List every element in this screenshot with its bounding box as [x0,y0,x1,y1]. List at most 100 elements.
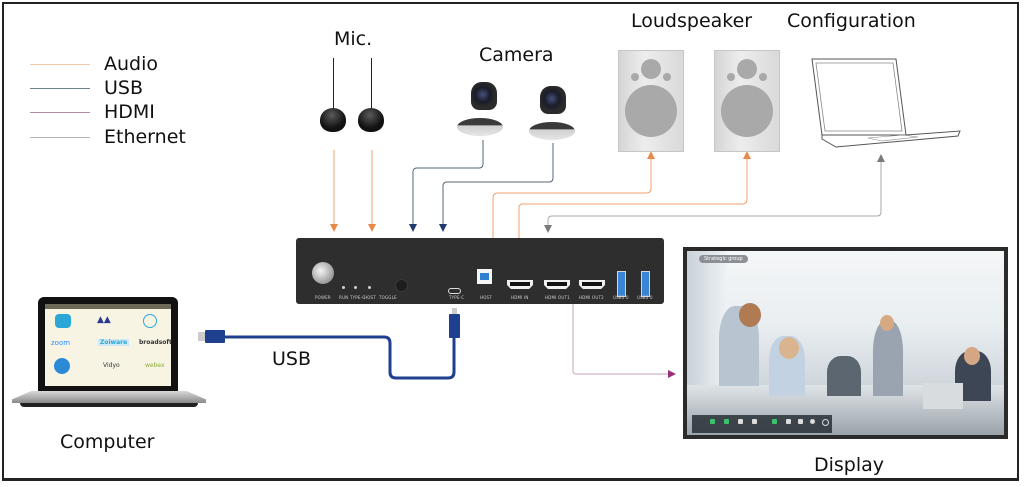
toolbar-button-invite[interactable] [786,419,791,424]
power-button[interactable] [312,262,334,284]
wire-camera1-usb [409,140,484,232]
computer-laptop-base [12,391,206,403]
usb-plug-device [452,308,457,315]
person-2-head [779,337,799,359]
toolbar-button-more[interactable] [822,419,829,426]
typec-led [354,286,357,289]
display-monitor: Strategic group [683,247,1008,439]
usb3-port-2-label: USB3.0 [637,295,653,300]
legend-swatch-ethernet [30,136,90,138]
toolbar-button-camera[interactable] [724,419,729,424]
app-icon-2: ▲▲ [97,315,111,325]
run-led [342,286,345,289]
skype-icon [143,314,157,328]
person-5-head [964,347,980,365]
camera-label: Camera [479,44,554,66]
person-4 [873,321,903,396]
usb-plug-computer [198,332,206,341]
wire-camera2-usb [439,143,554,232]
host-ethernet-port[interactable] [477,269,492,284]
configuration-label: Configuration [787,10,916,32]
legend-swatch-hdmi [30,111,90,113]
mic-label: Mic. [334,28,373,50]
usb-cable-label: USB [272,348,312,370]
app-label-3: Zoiware [98,339,130,346]
computer-laptop-icon: ▲▲ zoom Zoiware broadsoft Vidyo webex [38,297,178,391]
mic2-cable [371,58,372,114]
usb3-port-1-label: USB3.0 [613,295,629,300]
mic2-icon [358,108,384,132]
host-led-label: HOST [364,295,376,300]
loudspeaker2-icon [714,50,780,152]
legend-item-audio: Audio [30,52,158,76]
loudspeaker1-icon [618,50,684,152]
laptop-on-table [923,383,963,409]
display-label: Display [814,454,885,476]
legend-label-usb: USB [104,77,144,99]
camera2-base-icon [529,122,575,140]
hdmi-out2-port[interactable] [579,280,605,289]
diagram-frame [2,2,1019,481]
camera1-base-icon [457,118,503,136]
usb-plug-device-boot [449,314,460,338]
wire-configuration-ethernet [544,160,882,233]
usb3-port-2[interactable] [641,271,650,297]
legend-label-hdmi: HDMI [104,101,155,123]
hdmi-in-label: HDMI IN [511,295,529,300]
run-label: RUN [339,295,349,300]
meeting-toolbar [692,415,832,433]
hdmi-out1-port[interactable] [544,280,570,289]
wire-speaker1-audio [492,151,655,238]
usb-cable[interactable] [225,335,456,380]
computer-laptop-foot [20,403,198,407]
app-icon-1 [55,314,71,328]
toolbar-button-record[interactable] [752,419,757,424]
mic1-cable [333,58,334,114]
main-device: POWER RUN TYPE-C HOST TOGGLE TYPE-C HOST… [296,238,664,304]
hdmi-out1-label: HDMI OUT1 [545,295,570,300]
toggle-button[interactable] [395,279,408,292]
display-screen: Strategic group [687,251,1004,435]
person-4-head [880,315,894,331]
computer-screen: ▲▲ zoom Zoiware broadsoft Vidyo webex [45,304,172,386]
legend-swatch-audio [30,63,90,65]
legend-label-audio: Audio [104,53,159,75]
host-port-label: HOST [480,295,492,300]
computer-screen-titlebar [45,304,171,309]
toolbar-button-participants[interactable] [738,419,743,424]
power-label: POWER [315,295,331,300]
meeting-badge: Strategic group [699,255,748,263]
toolbar-button-mic[interactable] [710,419,715,424]
broadsoft-app-label: broadsoft [139,339,172,346]
camera1-head-icon [471,82,497,110]
wire-speaker2-audio [518,151,751,238]
mic1-icon [320,108,346,132]
toolbar-button-settings[interactable] [810,419,815,424]
wire-display-hdmi [572,304,676,378]
webex-app-label: webex [145,362,165,369]
typec-port[interactable] [448,288,461,294]
usb-plug-computer-boot [205,330,225,343]
hdmi-in-port[interactable] [507,280,533,289]
legend-item-hdmi: HDMI [30,100,155,124]
zoom-app-label: zoom [51,339,71,347]
person-3 [827,356,861,396]
host-led [368,286,371,289]
legend-swatch-usb [30,87,90,89]
toolbar-button-share[interactable] [772,419,777,424]
loudspeaker-label: Loudspeaker [631,10,753,32]
camera2-head-icon [540,86,566,114]
legend-item-usb: USB [30,76,143,100]
legend-label-ethernet: Ethernet [104,126,186,148]
toggle-label: TOGGLE [379,295,397,300]
toolbar-button-chat[interactable] [798,419,803,424]
hdmi-out2-label: HDMI OUT2 [579,295,604,300]
typec-port-label: TYPE-C [449,295,465,300]
app-icon-bird [54,358,70,374]
usb3-port-1[interactable] [617,271,626,297]
typec-led-label: TYPE-C [350,295,366,300]
vidyo-app-label: Vidyo [103,362,120,369]
computer-label: Computer [60,431,155,453]
configuration-laptop-icon [811,58,961,148]
